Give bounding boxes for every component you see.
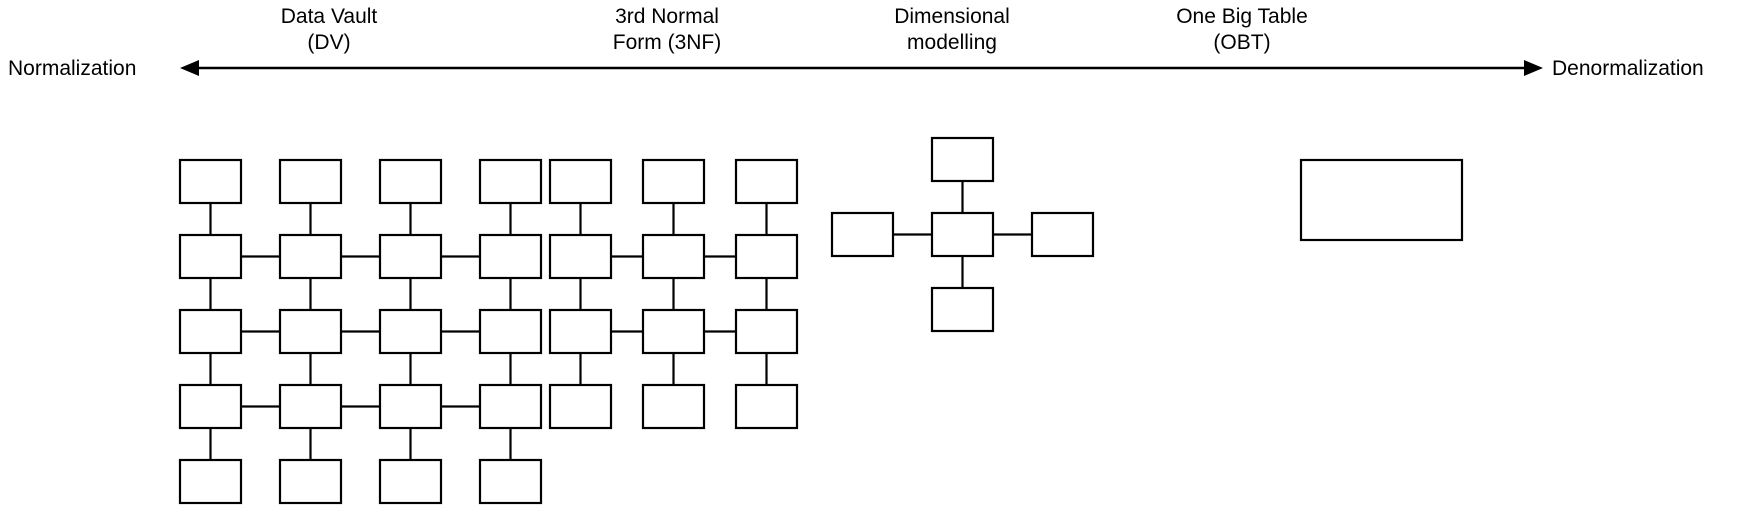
table-box xyxy=(378,233,443,280)
table-box xyxy=(734,233,799,280)
table-box-left xyxy=(830,211,895,258)
table-box-bottom xyxy=(930,286,995,333)
table-box xyxy=(641,158,706,205)
table-box xyxy=(548,308,613,355)
table-box xyxy=(734,158,799,205)
fact-table-box xyxy=(930,211,995,258)
table-box xyxy=(548,383,613,430)
table-box xyxy=(478,308,543,355)
table-box xyxy=(278,158,343,205)
table-box xyxy=(478,383,543,430)
table-box xyxy=(278,458,343,505)
table-box xyxy=(378,383,443,430)
table-box xyxy=(548,233,613,280)
table-box xyxy=(478,158,543,205)
stage-label-data-vault: Data Vault (DV) xyxy=(280,5,378,54)
table-box xyxy=(641,233,706,280)
table-box xyxy=(641,308,706,355)
stage-label-one-big-table: One Big Table (OBT) xyxy=(1176,5,1308,54)
table-box xyxy=(178,383,243,430)
table-box xyxy=(178,233,243,280)
table-box-top xyxy=(930,136,995,183)
axis-label-normalization: Normalization xyxy=(8,57,137,80)
table-box xyxy=(378,308,443,355)
table-box xyxy=(548,158,613,205)
table-box xyxy=(641,383,706,430)
axis-arrow xyxy=(180,60,1543,76)
model-group-one-big-table xyxy=(1299,158,1464,242)
table-box xyxy=(178,308,243,355)
table-box xyxy=(178,458,243,505)
table-box xyxy=(734,383,799,430)
model-group-third-normal-form xyxy=(548,158,799,430)
arrowhead-left-icon xyxy=(180,60,199,76)
table-box xyxy=(378,458,443,505)
table-box xyxy=(478,233,543,280)
axis-label-denormalization: Denormalization xyxy=(1552,57,1704,80)
arrowhead-right-icon xyxy=(1524,60,1543,76)
model-group-dimensional-modelling xyxy=(830,136,1095,333)
model-shapes-group xyxy=(178,136,1464,505)
model-group-data-vault xyxy=(178,158,543,505)
table-box xyxy=(178,158,243,205)
table-box xyxy=(278,233,343,280)
table-box xyxy=(478,458,543,505)
table-box xyxy=(734,308,799,355)
table-box-right xyxy=(1030,211,1095,258)
table-box xyxy=(378,158,443,205)
table-box-one-big-table xyxy=(1299,158,1464,242)
table-box xyxy=(278,383,343,430)
stage-label-third-normal-form: 3rd Normal Form (3NF) xyxy=(612,5,722,54)
stage-label-dimensional-modelling: Dimensional modelling xyxy=(894,5,1010,54)
table-box xyxy=(278,308,343,355)
